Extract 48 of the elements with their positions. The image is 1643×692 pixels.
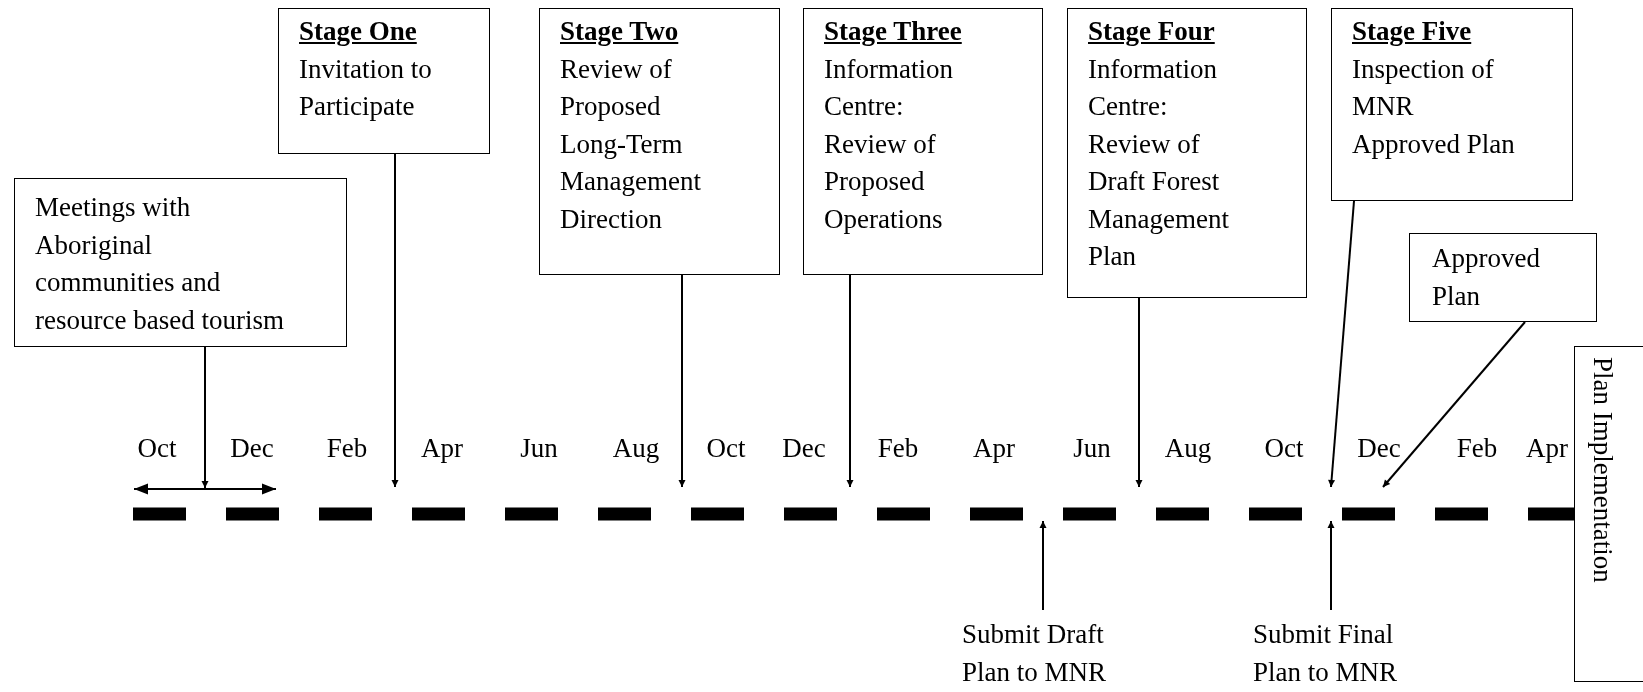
month-label: Dec bbox=[1357, 432, 1401, 465]
box-text: Approved Plan bbox=[1432, 242, 1541, 313]
month-label: Aug bbox=[1164, 432, 1212, 465]
arrow bbox=[1039, 520, 1047, 611]
stage-heading: Stage Five bbox=[1352, 15, 1473, 48]
box-text: Information Centre: Review of Proposed Operations bbox=[824, 52, 954, 236]
stage-box bbox=[1331, 8, 1573, 201]
month-label: Apr bbox=[973, 432, 1015, 465]
month-label: Oct bbox=[706, 432, 746, 465]
milestone-label: Submit Final Plan to MNR bbox=[1253, 618, 1399, 689]
milestone-label: Submit Draft Plan to MNR bbox=[962, 618, 1108, 689]
box-text: Inspection of MNR Approved Plan bbox=[1352, 52, 1516, 161]
arrow bbox=[678, 274, 686, 488]
month-label: Oct bbox=[1264, 432, 1304, 465]
stage-box bbox=[278, 8, 490, 154]
arrow bbox=[201, 346, 209, 489]
stage-heading: Stage Two bbox=[560, 15, 680, 48]
month-label: Dec bbox=[230, 432, 274, 465]
arrow bbox=[846, 274, 854, 488]
stage-box bbox=[1409, 233, 1597, 322]
month-label: Aug bbox=[612, 432, 660, 465]
arrow bbox=[1327, 520, 1335, 611]
stage-box bbox=[1067, 8, 1307, 298]
month-label: Dec bbox=[782, 432, 826, 465]
box-text: Invitation to Participate bbox=[299, 52, 433, 124]
month-label: Apr bbox=[421, 432, 463, 465]
month-label: Feb bbox=[326, 432, 368, 465]
stage-heading: Stage Three bbox=[824, 15, 963, 48]
stage-box bbox=[803, 8, 1043, 275]
phase-box bbox=[1574, 346, 1643, 682]
box-text: Review of Proposed Long-Term Management Direction bbox=[560, 52, 702, 236]
stage-box bbox=[539, 8, 780, 275]
arrow bbox=[1135, 297, 1143, 488]
month-label: Jun bbox=[1073, 432, 1111, 465]
month-label: Feb bbox=[877, 432, 919, 465]
month-label: Oct bbox=[137, 432, 177, 465]
month-label: Jun bbox=[520, 432, 558, 465]
box-text: Plan Implementation bbox=[1586, 357, 1619, 583]
box-text: Meetings with Aboriginal communities and resource based tourism bbox=[35, 191, 285, 337]
arrow bbox=[391, 153, 399, 488]
arrow bbox=[1382, 321, 1526, 488]
month-label: Feb bbox=[1456, 432, 1498, 465]
stage-heading: Stage One bbox=[299, 15, 418, 48]
arrow bbox=[1328, 200, 1355, 488]
stage-box bbox=[14, 178, 347, 347]
month-label: Apr bbox=[1526, 432, 1568, 465]
stage-heading: Stage Four bbox=[1088, 15, 1216, 48]
box-text: Information Centre: Review of Draft Forest Management Plan bbox=[1088, 52, 1230, 274]
